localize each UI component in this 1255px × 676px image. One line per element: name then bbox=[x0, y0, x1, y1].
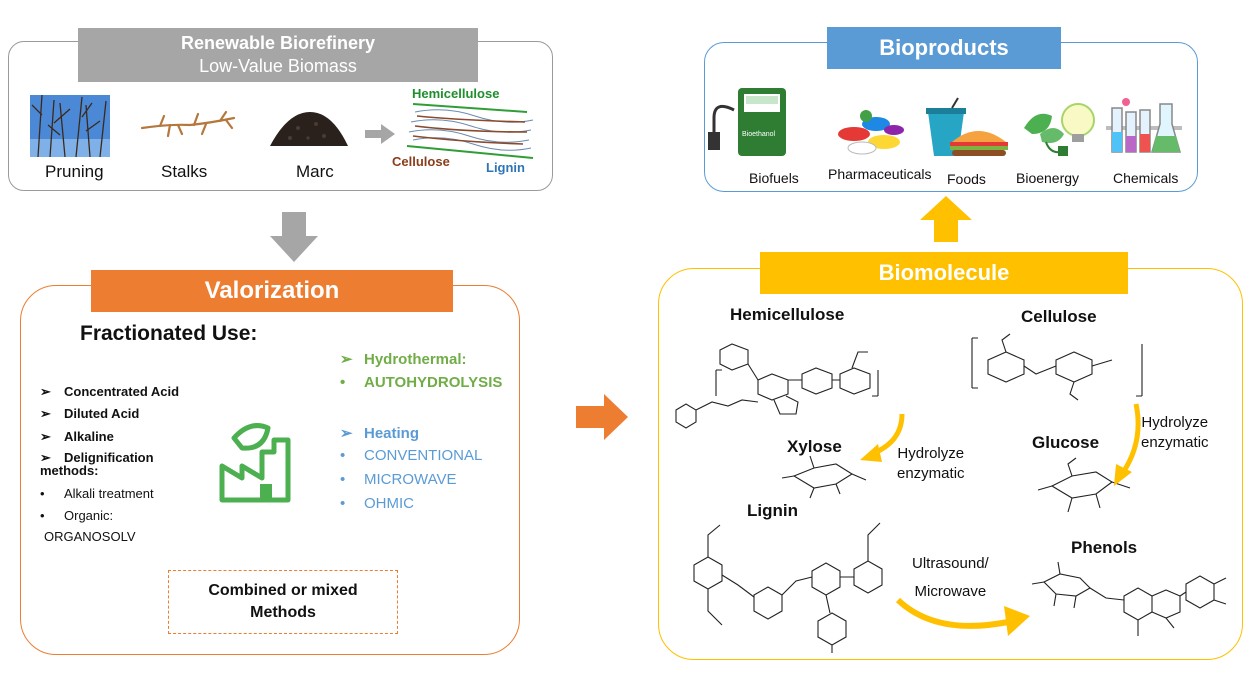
sub-method-organic: •Organic: bbox=[40, 508, 114, 523]
cellulose-structure bbox=[971, 333, 1143, 401]
lignin-molecule-label: Lignin bbox=[747, 501, 798, 520]
ultrasound-arrow bbox=[895, 597, 1030, 636]
green-factory-icon bbox=[219, 423, 291, 503]
pruning-image bbox=[30, 94, 110, 158]
hemicellulose-structure bbox=[675, 343, 879, 429]
bioproduct-chemicals: Chemicals bbox=[1113, 170, 1179, 186]
heating-header: ➢Heating bbox=[340, 425, 420, 442]
cellulose-structure-label: Cellulose bbox=[392, 154, 450, 169]
heating-item-microwave: •MICROWAVE bbox=[340, 471, 457, 488]
fractionated-use-label: Fractionated Use: bbox=[80, 322, 258, 345]
biomolecule-title: Biomolecule bbox=[878, 260, 1010, 285]
stalks-label: Stalks bbox=[161, 162, 208, 181]
biorefinery-title: Renewable Biorefinery bbox=[180, 33, 376, 53]
hydrolyze-arrow-2 bbox=[1114, 403, 1141, 486]
stalks-image bbox=[140, 110, 236, 138]
gold-up-arrow bbox=[920, 196, 972, 242]
xylose-structure bbox=[781, 455, 867, 499]
pills-icon bbox=[838, 110, 904, 155]
combined-methods-line-2: Methods bbox=[250, 604, 316, 621]
biomolecule-header: Biomolecule bbox=[760, 252, 1128, 294]
sub-method-alkali: •Alkali treatment bbox=[40, 486, 154, 501]
bioenergy-icon bbox=[1024, 103, 1095, 156]
hemicellulose-structure-label: Hemicellulose bbox=[412, 86, 500, 101]
marc-image bbox=[270, 112, 348, 146]
method-diluted-acid: ➢Diluted Acid bbox=[40, 406, 140, 421]
hydrolyze-arrow-1 bbox=[860, 413, 905, 462]
ultrasound-note: Ultrasound/Microwave bbox=[912, 555, 989, 600]
hydrothermal-item-autohydrolysis: •AUTOHYDROLYSIS bbox=[340, 374, 503, 391]
chemicals-icon bbox=[1106, 98, 1182, 153]
glucose-label: Glucose bbox=[1032, 433, 1100, 452]
glucose-structure bbox=[1037, 457, 1131, 513]
bioproducts-header: Bioproducts bbox=[827, 27, 1061, 69]
biorefinery-header: Renewable Biorefinery Low-Value Biomass bbox=[78, 28, 478, 82]
orange-right-arrow bbox=[576, 394, 628, 440]
fuel-pump-icon: Bioethanol bbox=[708, 88, 786, 156]
xylose-label: Xylose bbox=[787, 437, 842, 456]
lignin-structure bbox=[693, 522, 883, 653]
phenols-structure bbox=[1031, 561, 1227, 636]
lignocellulose-structure bbox=[406, 103, 534, 159]
pump-text: Bioethanol bbox=[742, 131, 776, 138]
cellulose-molecule-label: Cellulose bbox=[1021, 307, 1097, 326]
pruning-label: Pruning bbox=[45, 162, 104, 181]
organosolv-label: ORGANOSOLV bbox=[44, 529, 136, 544]
gray-down-arrow bbox=[270, 212, 318, 262]
combined-methods-box: Combined or mixed Methods bbox=[168, 570, 398, 634]
heating-item-conventional: •CONVENTIONAL bbox=[340, 447, 483, 464]
bioproduct-foods: Foods bbox=[947, 171, 986, 187]
bioproduct-biofuels: Biofuels bbox=[749, 170, 799, 186]
bioproduct-pharmaceuticals: Pharmaceuticals bbox=[828, 166, 932, 182]
method-delignification: ➢Delignification methods: bbox=[40, 450, 154, 478]
bioproduct-bioenergy: Bioenergy bbox=[1016, 170, 1080, 186]
method-alkaline: ➢Alkaline bbox=[40, 429, 114, 444]
bioproducts-title: Bioproducts bbox=[879, 35, 1009, 60]
gray-right-arrow bbox=[365, 124, 395, 144]
food-icon bbox=[926, 97, 1008, 156]
lignin-structure-label: Lignin bbox=[486, 160, 525, 175]
valorization-header: Valorization bbox=[91, 270, 453, 312]
phenols-label: Phenols bbox=[1071, 538, 1138, 557]
biorefinery-subtitle: Low-Value Biomass bbox=[199, 56, 357, 76]
combined-methods-line-1: Combined or mixed bbox=[208, 582, 358, 599]
heating-item-ohmic: •OHMIC bbox=[340, 495, 414, 512]
method-concentrated-acid: ➢Concentrated Acid bbox=[40, 384, 180, 399]
hemicellulose-molecule-label: Hemicellulose bbox=[730, 305, 845, 324]
valorization-title: Valorization bbox=[204, 277, 340, 304]
hydrothermal-header: ➢Hydrothermal: bbox=[340, 351, 467, 368]
marc-label: Marc bbox=[296, 162, 334, 181]
